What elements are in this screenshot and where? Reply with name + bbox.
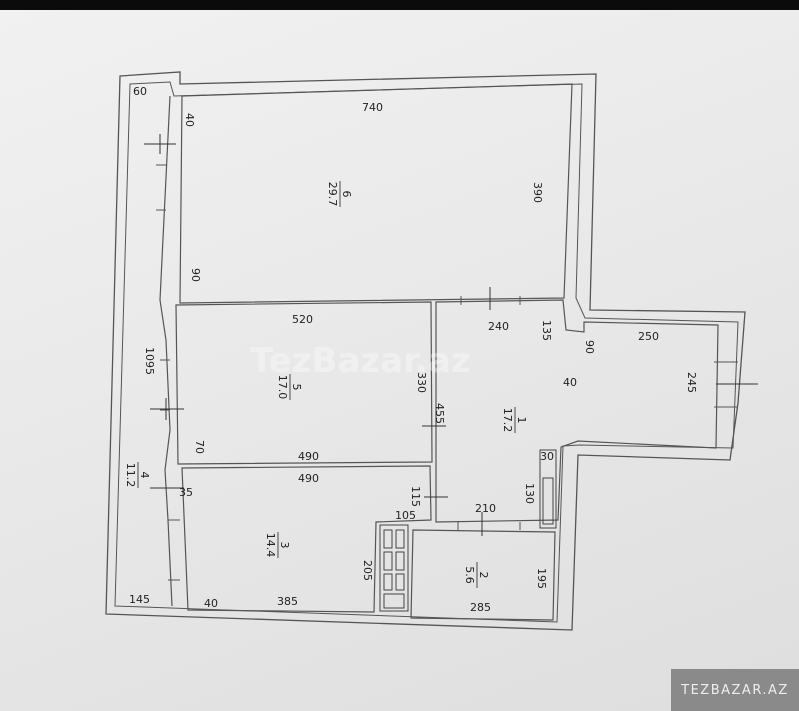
site-badge: TEZBAZAR.AZ	[671, 669, 799, 711]
dim-30: 30	[540, 450, 554, 463]
room-4-number: 4	[138, 472, 151, 479]
room-4-area: 11.2	[124, 463, 137, 488]
dim-245: 245	[685, 372, 698, 393]
room-6-label: 6 29.7	[326, 181, 353, 207]
room-6-number: 6	[340, 191, 353, 198]
outer-walls	[105, 71, 746, 631]
room-2	[410, 529, 556, 621]
dim-130: 130	[523, 483, 536, 504]
dim-520: 520	[292, 313, 313, 326]
room-1	[435, 299, 719, 523]
dim-90-room1: 90	[583, 340, 596, 354]
dim-145: 145	[129, 593, 150, 606]
room-3	[181, 465, 432, 613]
dim-60: 60	[133, 85, 147, 98]
room-2-label: 2 5.6	[463, 562, 490, 588]
dim-490-b: 490	[298, 472, 319, 485]
room-labels: 6 29.7 5 17.0 4 11.2 3 14.4 1 17.2 2 5.6	[124, 181, 528, 588]
dim-330: 330	[415, 372, 428, 393]
dim-250: 250	[638, 330, 659, 343]
dim-105: 105	[395, 509, 416, 522]
room-6-area: 29.7	[326, 182, 339, 207]
room-1-area: 17.2	[501, 408, 514, 433]
dim-240: 240	[488, 320, 509, 333]
room-5	[175, 301, 433, 465]
dim-385: 385	[277, 595, 298, 608]
dim-210: 210	[475, 502, 496, 515]
dim-40-room1: 40	[563, 376, 577, 389]
dim-70: 70	[193, 440, 206, 454]
room-5-number: 5	[290, 384, 303, 391]
dim-455: 455	[433, 403, 446, 424]
room-2-number: 2	[477, 572, 490, 579]
dim-40-top: 40	[183, 113, 196, 127]
dim-90-room6: 90	[189, 268, 202, 282]
room-4-label: 4 11.2	[124, 462, 151, 488]
dim-490-a: 490	[298, 450, 319, 463]
room-3-label: 3 14.4	[264, 532, 291, 558]
dim-195: 195	[535, 568, 548, 589]
dimension-labels: 60 40 740 390 90 520 330 490 70 1095 490…	[129, 85, 698, 614]
dim-115: 115	[409, 486, 422, 507]
room-4	[159, 95, 173, 607]
room-1-label: 1 17.2	[501, 407, 528, 433]
room-1-number: 1	[515, 417, 528, 424]
wall-openings	[156, 164, 738, 581]
room-5-label: 5 17.0	[276, 374, 303, 400]
room-6	[179, 83, 573, 304]
room-3-number: 3	[278, 542, 291, 549]
dim-390: 390	[531, 182, 544, 203]
room-2-area: 5.6	[463, 566, 476, 584]
dim-35: 35	[179, 486, 193, 499]
dim-740: 740	[362, 101, 383, 114]
dim-205: 205	[361, 560, 374, 581]
watermark-text: TezBazar.az	[250, 341, 471, 381]
room-3-area: 14.4	[264, 533, 277, 558]
bathroom-fixtures	[379, 449, 557, 612]
dim-135: 135	[540, 320, 553, 341]
top-border	[0, 0, 799, 10]
tick-marks	[144, 134, 758, 536]
dim-1095: 1095	[143, 347, 156, 375]
dim-285: 285	[470, 601, 491, 614]
dim-40-bottom: 40	[204, 597, 218, 610]
room-5-area: 17.0	[276, 375, 289, 400]
